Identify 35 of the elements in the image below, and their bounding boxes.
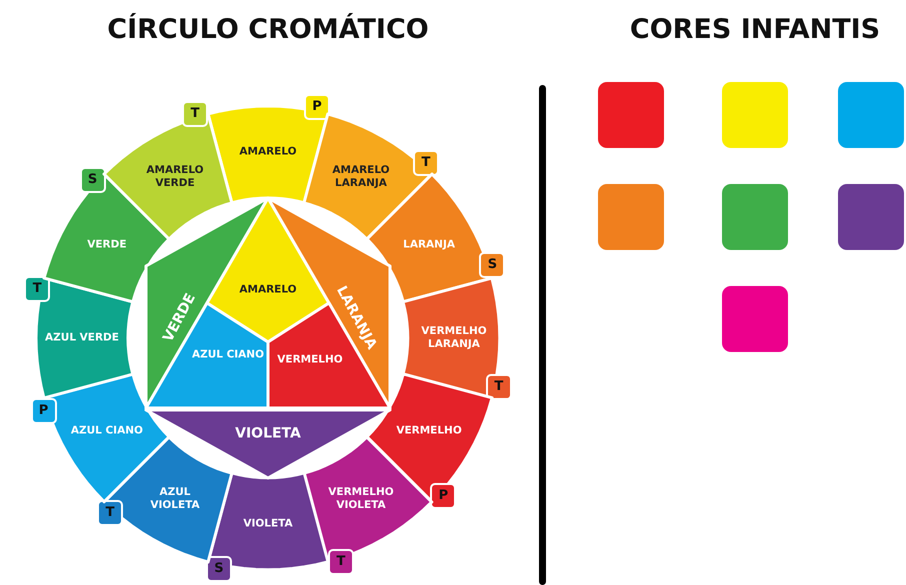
- marker-badge: P: [430, 482, 456, 509]
- color-swatch: [598, 184, 664, 250]
- segment-label: VERMELHO LARANJA: [420, 324, 488, 351]
- color-swatch: [722, 286, 788, 352]
- segment-label: VERMELHO: [276, 354, 344, 366]
- segment-label: VERMELHO: [395, 424, 463, 438]
- segment-label: AMARELO VERDE: [145, 164, 205, 190]
- segment-label: VIOLETA: [234, 428, 302, 440]
- marker-badge: T: [24, 276, 50, 302]
- color-swatch: [722, 82, 788, 148]
- segment-label: AZUL VERDE: [44, 331, 120, 344]
- marker-badge: S: [479, 252, 506, 278]
- color-swatch: [838, 82, 904, 148]
- segment-label: AMARELO: [238, 284, 298, 296]
- marker-badge: P: [30, 398, 57, 424]
- segment-label: AZUL VIOLETA: [149, 486, 201, 512]
- color-swatch: [598, 82, 664, 148]
- marker-badge: T: [182, 100, 208, 127]
- marker-badge: T: [97, 500, 124, 526]
- segment-label: AMARELO: [238, 146, 298, 158]
- marker-badge: S: [206, 556, 232, 582]
- heading: CÍRCULO CROMÁTICO: [107, 14, 429, 45]
- segment-label: VERMELHO VIOLETA: [327, 486, 395, 512]
- color-swatch: [838, 184, 904, 250]
- segment-label: VIOLETA: [242, 517, 294, 530]
- segment-label: AZUL CIANO: [190, 348, 266, 362]
- segment-label: VERDE: [86, 238, 128, 252]
- heading: CORES INFANTIS: [630, 14, 880, 45]
- marker-badge: T: [328, 549, 354, 576]
- marker-badge: T: [412, 150, 439, 176]
- segment-label: LARANJA: [402, 238, 456, 252]
- segment-label: AZUL CIANO: [70, 424, 144, 438]
- segment-label: AMARELO LARANJA: [331, 164, 391, 190]
- color-swatch: [722, 184, 788, 250]
- marker-badge: S: [80, 167, 106, 194]
